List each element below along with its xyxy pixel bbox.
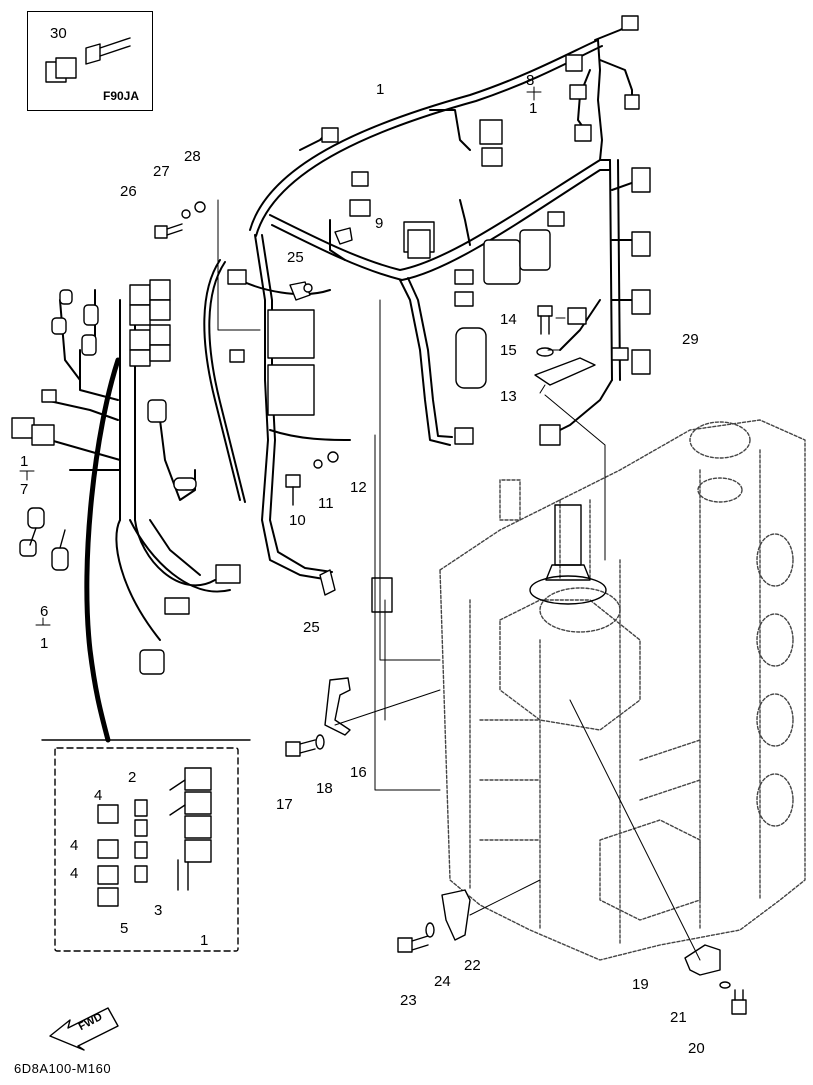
fasteners	[154, 201, 747, 1015]
inset-top-frame	[27, 11, 153, 111]
inset-callout-3: 3	[154, 902, 163, 919]
callout-8-sub: 1	[529, 100, 538, 117]
callout-1: 1	[376, 81, 385, 98]
callout-10: 10	[289, 512, 306, 529]
inset-callout-5: 5	[120, 920, 129, 937]
inset-top-part	[45, 37, 131, 83]
callout-6: 6	[40, 603, 49, 620]
callout-8: 8	[526, 72, 535, 89]
callout-29: 29	[682, 331, 699, 348]
callout-22: 22	[464, 957, 481, 974]
callout-16: 16	[350, 764, 367, 781]
callout-7: 7	[20, 481, 29, 498]
leader-lines	[19, 86, 701, 961]
callout-19: 19	[632, 976, 649, 993]
callout-13: 13	[500, 388, 517, 405]
inset-callout-4a: 4	[94, 787, 103, 804]
callout-9: 9	[375, 215, 384, 232]
callout-25-top: 25	[287, 249, 304, 266]
callout-11: 11	[318, 495, 334, 512]
callout-18: 18	[316, 780, 333, 797]
diagram-code: 6D8A100-M160	[14, 1061, 112, 1076]
callout-28: 28	[184, 148, 201, 165]
inset-callout-1: 1	[200, 932, 209, 949]
inset-bottom-frame	[54, 747, 239, 952]
engine-block	[439, 419, 806, 961]
callout-6-sub: 1	[40, 635, 49, 652]
callout-23: 23	[400, 992, 417, 1009]
callout-7-top: 1	[20, 453, 29, 470]
inset-callout-2: 2	[128, 769, 137, 786]
inset-bottom-parts	[97, 767, 212, 907]
condenser-parts	[19, 289, 99, 571]
callout-17: 17	[276, 796, 293, 813]
callout-25-bottom: 25	[303, 619, 320, 636]
inset-link-line	[84, 357, 121, 743]
inset-callout-4b: 4	[70, 837, 79, 854]
callout-15: 15	[500, 342, 517, 359]
callout-26: 26	[120, 183, 137, 200]
inset-top-callout: 30	[50, 25, 67, 42]
fwd-arrow	[49, 1007, 119, 1051]
inset-top-model: F90JA	[103, 89, 140, 103]
callout-21: 21	[670, 1009, 687, 1026]
callout-24: 24	[434, 973, 451, 990]
callout-12: 12	[350, 479, 367, 496]
callout-27: 27	[153, 163, 170, 180]
harness-connectors	[11, 15, 651, 675]
callout-20: 20	[688, 1040, 705, 1057]
crankshaft-stub	[529, 504, 607, 605]
inset-callout-4c: 4	[70, 865, 79, 882]
callout-14: 14	[500, 311, 517, 328]
relay-block	[129, 279, 171, 367]
